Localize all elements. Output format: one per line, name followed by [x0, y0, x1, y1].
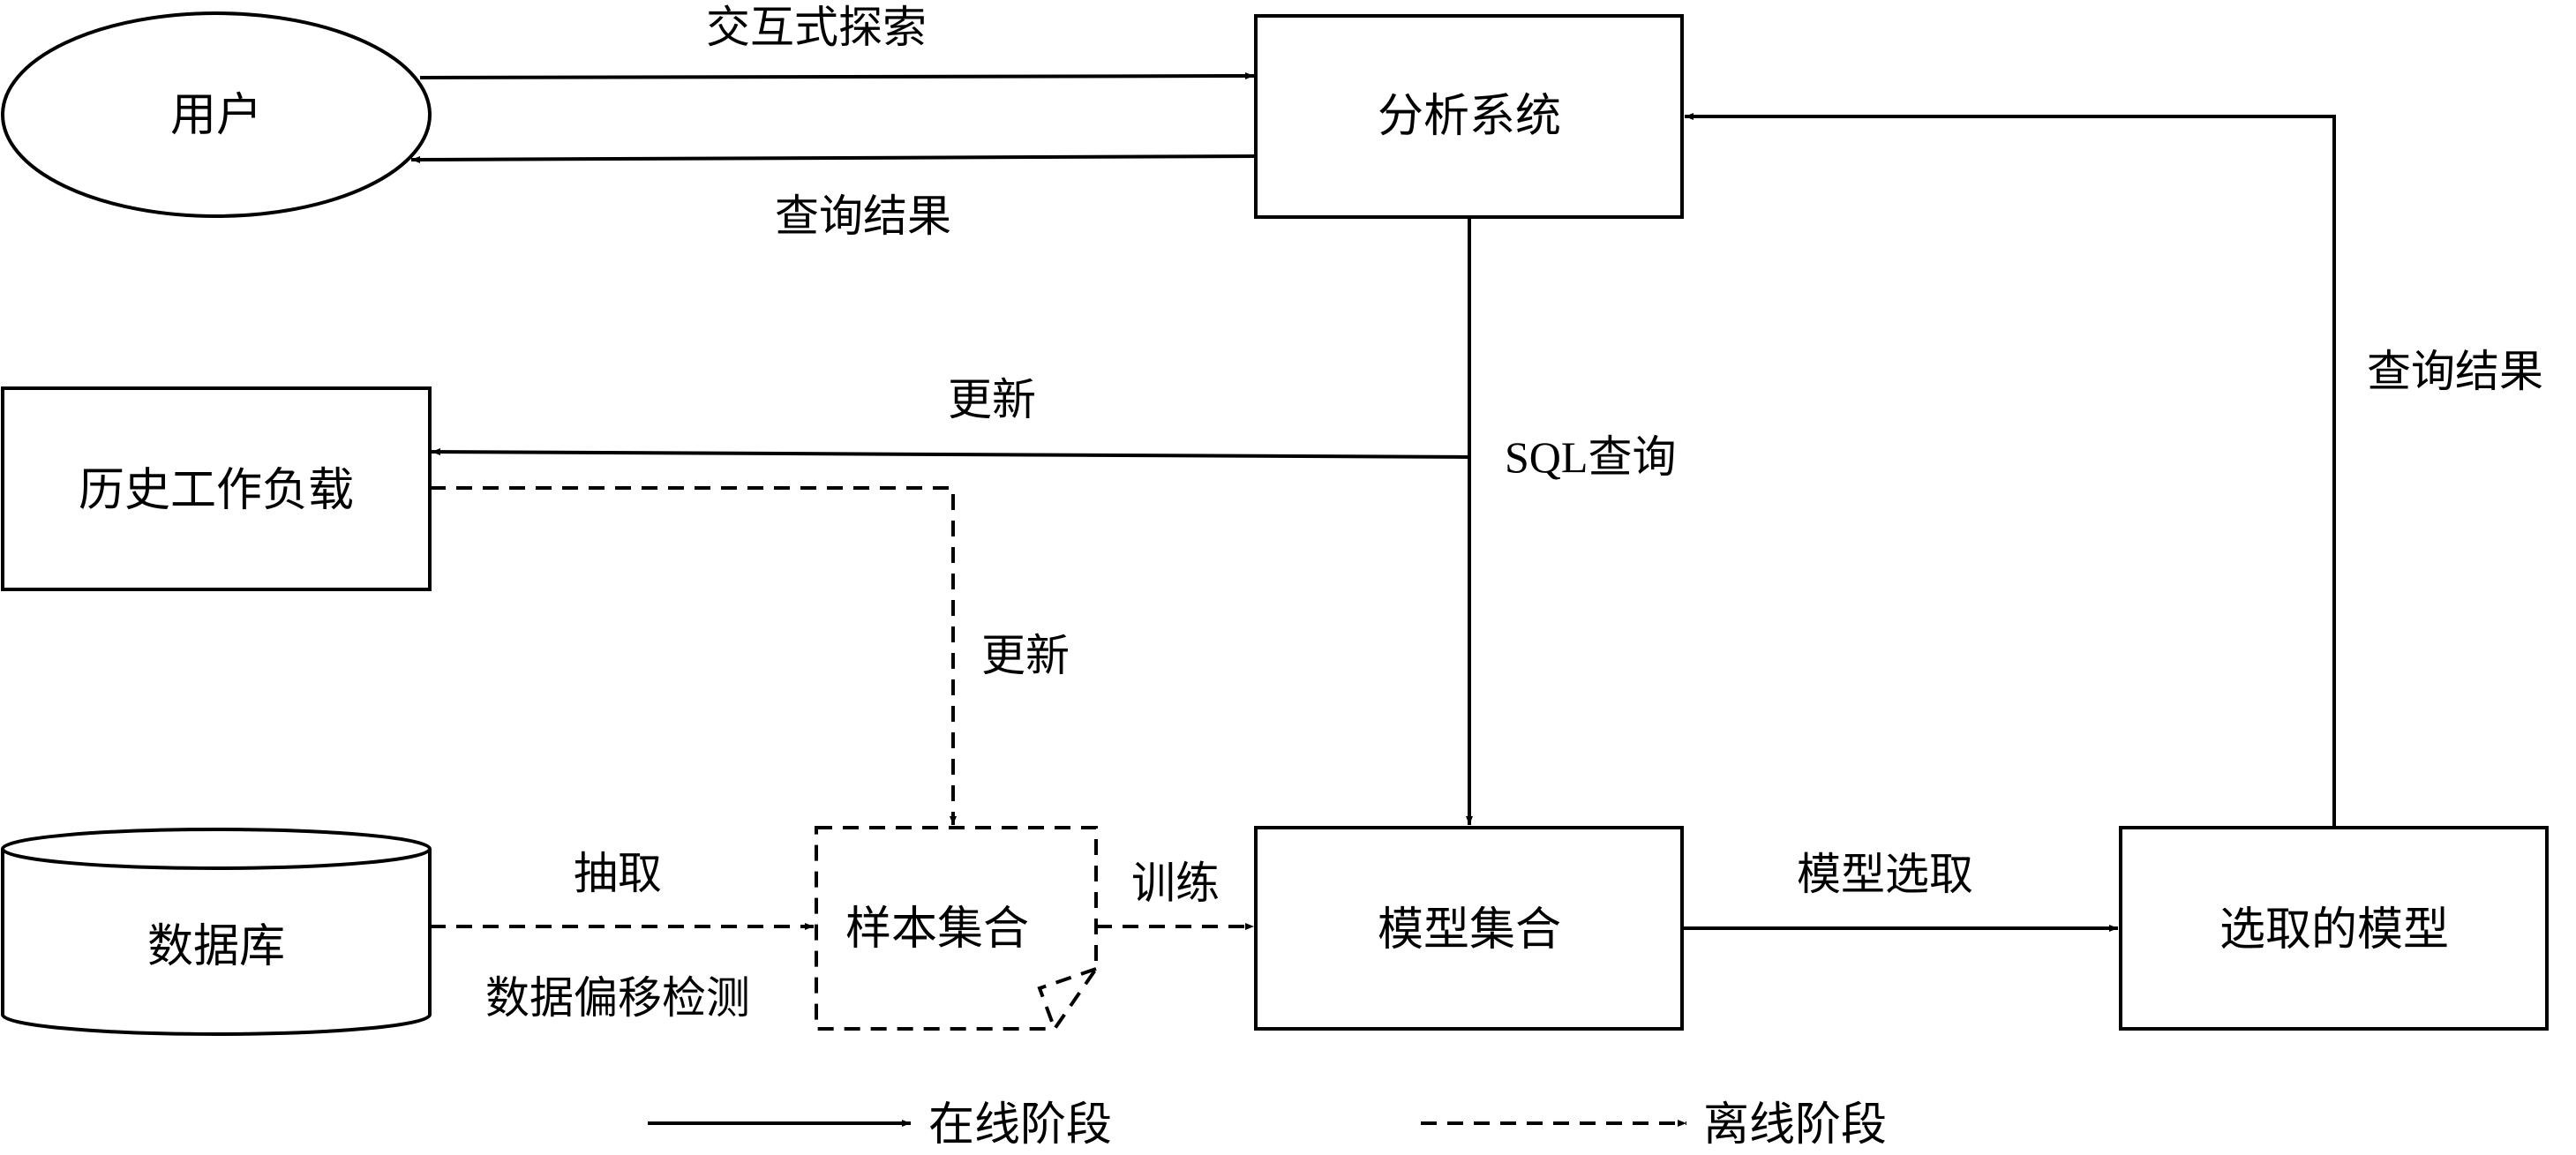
node-model-set: 模型集合 [1254, 826, 1684, 1031]
node-model-set-label: 模型集合 [1378, 904, 1561, 956]
node-selected-model: 选取的模型 [2119, 826, 2549, 1031]
node-analysis-system-label: 分析系统 [1378, 90, 1561, 143]
edge-model-select: 模型选取 [1682, 849, 2118, 932]
node-history-workload-label: 历史工作负载 [79, 464, 354, 517]
node-selected-model-label: 选取的模型 [2219, 904, 2449, 956]
edge-model-select-label: 模型选取 [1797, 849, 1973, 900]
edge-update-sample: 更新 [430, 486, 1070, 825]
edge-extract: 抽取 数据偏移检测 [430, 848, 814, 1024]
edge-drift-detection-label: 数据偏移检测 [485, 972, 750, 1024]
node-database-label: 数据库 [147, 920, 285, 973]
legend: 在线阶段 离线阶段 [648, 1099, 1887, 1151]
edge-query-result-user-label: 查询结果 [775, 191, 951, 242]
edge-query-result-user: 查询结果 [410, 154, 1257, 242]
node-history-workload: 历史工作负载 [1, 386, 432, 591]
edge-extract-label: 抽取 [574, 848, 662, 899]
edge-update-sample-label: 更新 [981, 630, 1070, 681]
node-database: 数据库 [0, 828, 432, 1036]
edge-update-history-label: 更新 [948, 374, 1036, 425]
legend-online: 在线阶段 [648, 1099, 1112, 1151]
legend-offline: 离线阶段 [1421, 1099, 1887, 1151]
edge-interactive-explore-label: 交互式探索 [706, 2, 927, 53]
edge-sql-query-label: SQL查询 [1505, 432, 1676, 482]
edge-train-label: 训练 [1131, 858, 1220, 909]
node-analysis-system: 分析系统 [1254, 14, 1684, 219]
node-user-label: 用户 [170, 89, 262, 142]
edge-sql-query: SQL查询 [1466, 217, 1676, 825]
legend-online-label: 在线阶段 [928, 1099, 1112, 1151]
node-user: 用户 [1, 11, 432, 218]
edge-interactive-explore: 交互式探索 [419, 2, 1255, 80]
legend-offline-label: 离线阶段 [1703, 1099, 1887, 1151]
node-sample-set-label: 样本集合 [845, 903, 1029, 956]
edge-query-result-right: 查询结果 [1685, 113, 2543, 828]
edge-query-result-right-label: 查询结果 [2367, 346, 2543, 397]
node-sample-set: 样本集合 [815, 826, 1098, 1031]
edge-train: 训练 [1096, 858, 1254, 930]
edge-update-history: 更新 [431, 374, 1470, 459]
